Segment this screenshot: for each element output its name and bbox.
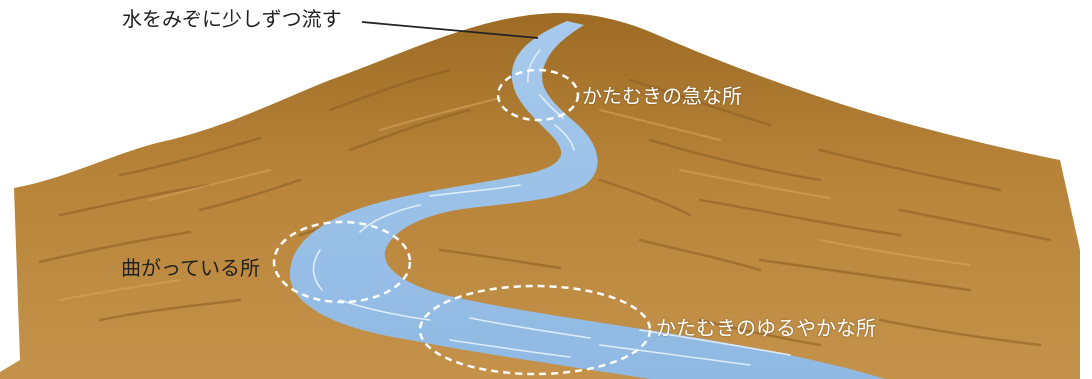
steep-area-circle bbox=[496, 68, 580, 122]
steep-label: かたむきの急な所 bbox=[582, 84, 742, 108]
source-leader-line bbox=[361, 21, 539, 39]
gentle-label: かたむきのゆるやかな所 bbox=[656, 316, 876, 340]
river bbox=[289, 21, 885, 379]
ground-highlights bbox=[59, 97, 971, 301]
bend-label: 曲がっている所 bbox=[121, 256, 260, 280]
source-label: 水をみぞに少しずつ流す bbox=[122, 7, 342, 31]
ground-texture bbox=[38, 68, 1052, 347]
river-highlights bbox=[312, 49, 791, 366]
gentle-area-circle bbox=[418, 284, 652, 376]
bend-area-circle bbox=[272, 220, 412, 304]
